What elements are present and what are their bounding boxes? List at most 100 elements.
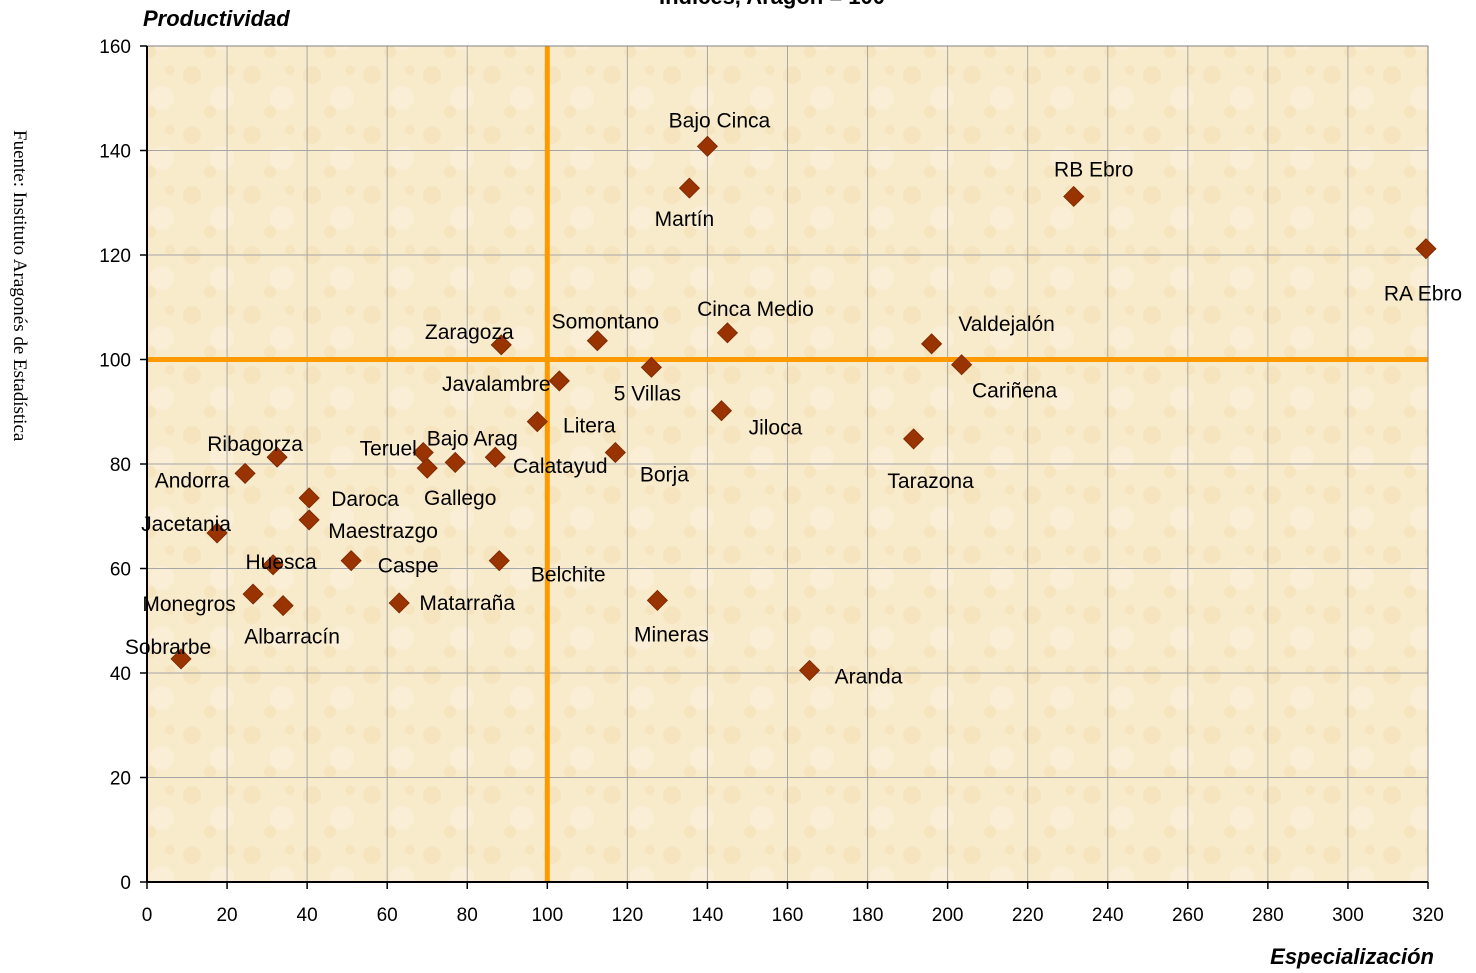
- data-point-label: Jacetania: [141, 513, 231, 536]
- data-point-label: Caspe: [378, 555, 439, 578]
- data-point-marker: [416, 457, 438, 479]
- data-point-marker: [234, 462, 256, 484]
- data-point-label: Zaragoza: [425, 321, 514, 344]
- axes: [140, 45, 1429, 889]
- data-point-marker: [490, 334, 512, 356]
- x-tick-label: 20: [216, 905, 237, 926]
- x-tick-label: 140: [692, 905, 724, 926]
- data-point-label: Matarraña: [419, 592, 515, 615]
- data-point-label: Jiloca: [749, 417, 803, 440]
- data-point-label: Albarracín: [244, 626, 340, 649]
- chart-title: Índices, Aragón = 100: [659, 0, 885, 9]
- y-tick-label: 40: [110, 664, 131, 685]
- source-note: Fuente: Instituto Aragonés de Estadístic…: [9, 130, 30, 442]
- data-point-label: 5 Villas: [614, 382, 681, 405]
- y-tick-label: 160: [99, 37, 131, 58]
- x-tick-label: 120: [612, 905, 644, 926]
- y-tick-label: 60: [110, 560, 131, 581]
- data-point-marker: [640, 356, 662, 378]
- data-point-marker: [586, 330, 608, 352]
- data-point-label: Valdejalón: [958, 313, 1055, 336]
- data-point-marker: [921, 333, 943, 355]
- x-tick-label: 40: [297, 905, 318, 926]
- data-point-label: Huesca: [245, 551, 317, 574]
- data-point-label: Bajo Arag: [427, 427, 518, 450]
- data-point-marker: [388, 592, 410, 614]
- data-point-marker: [298, 509, 320, 531]
- data-point-marker: [272, 595, 294, 617]
- data-point-marker: [444, 451, 466, 473]
- data-point-label: Sobrarbe: [125, 636, 211, 659]
- data-point-label: Cinca Medio: [697, 298, 814, 321]
- data-point-marker: [488, 550, 510, 572]
- data-point-label: RA Ebro: [1384, 283, 1462, 306]
- y-tick-label: 120: [99, 246, 131, 267]
- reference-lines: [147, 46, 1428, 882]
- data-markers: [170, 135, 1437, 681]
- data-point-label: Belchite: [531, 564, 606, 587]
- data-point-marker: [951, 354, 973, 376]
- x-axis-title: Especialización: [1270, 944, 1434, 969]
- data-point-marker: [548, 370, 570, 392]
- data-point-marker: [716, 322, 739, 344]
- data-point-label: Javalambre: [442, 373, 551, 396]
- data-point-label: Borja: [640, 464, 689, 487]
- data-point-marker: [340, 550, 362, 572]
- data-point-label: Gallego: [424, 487, 496, 510]
- data-point-label: Monegros: [142, 593, 235, 616]
- data-point-label: Ribagorza: [207, 433, 303, 456]
- x-tick-label: 260: [1172, 905, 1204, 926]
- data-point-label: Bajo Cinca: [669, 109, 771, 132]
- data-point-label: Martín: [655, 208, 715, 231]
- x-tick-label: 180: [852, 905, 884, 926]
- data-point-marker: [170, 648, 192, 670]
- x-tick-label: 300: [1332, 905, 1364, 926]
- data-point-marker: [710, 400, 733, 422]
- y-tick-label: 140: [99, 142, 131, 163]
- x-tick-label: 160: [772, 905, 804, 926]
- data-point-marker: [484, 446, 506, 468]
- data-point-label: Cariñena: [972, 380, 1058, 403]
- y-tick-label: 0: [120, 873, 131, 894]
- data-point-marker: [298, 487, 320, 509]
- y-axis-title: Productividad: [143, 6, 290, 31]
- data-point-marker: [696, 135, 719, 157]
- x-tick-label: 220: [1012, 905, 1044, 926]
- data-point-marker: [678, 177, 700, 199]
- data-point-label: Tarazona: [887, 470, 974, 493]
- x-tick-label: 60: [377, 905, 398, 926]
- data-point-label: Calatayud: [513, 455, 608, 478]
- data-point-label: Daroca: [331, 488, 399, 511]
- data-point-marker: [206, 522, 228, 544]
- data-point-marker: [646, 589, 668, 611]
- x-tick-label: 0: [142, 905, 153, 926]
- data-point-marker: [526, 411, 548, 433]
- data-point-label: Maestrazgo: [328, 520, 438, 543]
- data-point-label: Mineras: [634, 623, 709, 646]
- x-tick-label: 320: [1412, 905, 1444, 926]
- data-point-label: Andorra: [155, 469, 230, 492]
- x-tick-label: 80: [457, 905, 478, 926]
- x-tick-label: 200: [932, 905, 964, 926]
- data-point-label: RB Ebro: [1054, 158, 1133, 181]
- data-point-marker: [262, 554, 284, 576]
- data-point-label: Litera: [563, 415, 616, 438]
- data-point-label: Somontano: [552, 311, 659, 334]
- data-point-marker: [798, 659, 821, 681]
- x-tick-label: 280: [1252, 905, 1284, 926]
- data-point-marker: [604, 441, 626, 464]
- x-tick-label: 240: [1092, 905, 1124, 926]
- data-point-label: Aranda: [835, 665, 903, 688]
- y-tick-label: 100: [99, 351, 131, 372]
- x-tick-label: 100: [531, 905, 563, 926]
- y-tick-label: 80: [110, 455, 131, 476]
- data-point-marker: [242, 583, 264, 605]
- data-point-marker: [1415, 238, 1437, 260]
- data-point-marker: [903, 428, 925, 450]
- data-point-label: Teruel: [360, 438, 417, 461]
- y-tick-label: 20: [110, 769, 131, 790]
- data-point-marker: [266, 446, 288, 468]
